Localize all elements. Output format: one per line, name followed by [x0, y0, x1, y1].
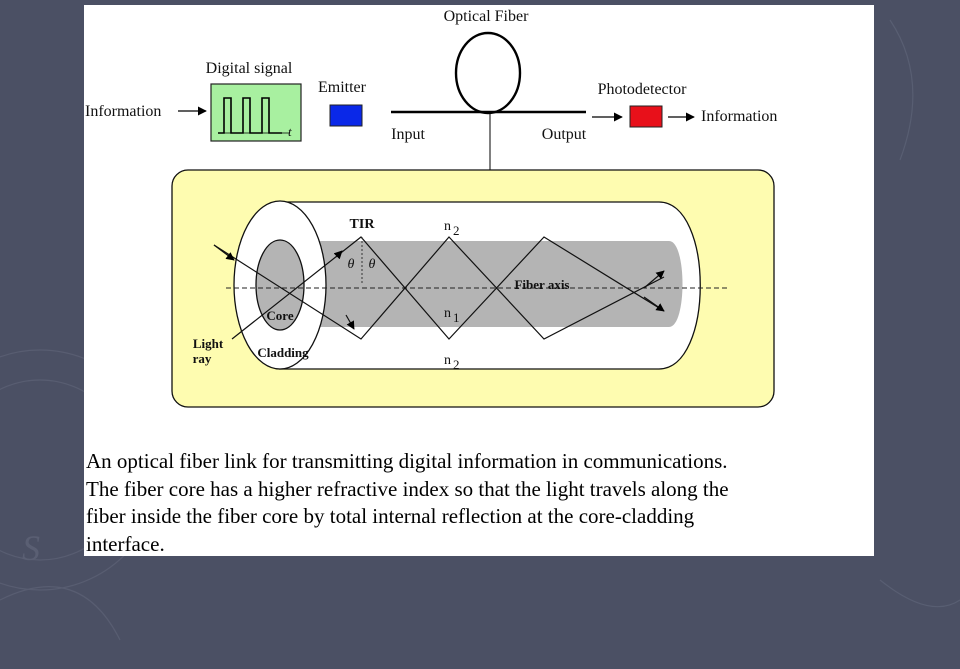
core-label: Core [266, 308, 293, 323]
fiber-axis-label: Fiber axis [514, 277, 569, 292]
slide-panel: Optical Fiber Information Digital signal… [84, 5, 874, 556]
photodetector-box [629, 105, 663, 128]
pulse-train [218, 97, 282, 134]
digital-signal-box [210, 83, 302, 142]
light-ray-path-2 [231, 236, 665, 340]
output-label: Output [542, 126, 587, 143]
cladding-label: Cladding [257, 345, 309, 360]
light-ray-arrow-1 [643, 270, 665, 289]
tir-label: TIR [350, 217, 376, 232]
time-label: t [288, 124, 292, 139]
information-out-label: Information [701, 108, 777, 125]
light-ray-path-1 [213, 236, 665, 340]
core-end-face [255, 239, 305, 331]
light-ray-label-line2: ray [193, 351, 212, 366]
svg-text:S: S [22, 528, 40, 568]
theta-left-label: θ [348, 257, 355, 272]
optical-fiber-title: Optical Fiber [444, 8, 530, 25]
reflect-arrow [345, 314, 355, 330]
photodetector-label: Photodetector [598, 81, 688, 98]
incident-arrow-2 [333, 250, 343, 260]
theta-right-label: θ [369, 257, 376, 272]
light-ray-label-line1: Light [193, 336, 224, 351]
emitter-label: Emitter [318, 79, 367, 96]
core-cylinder [281, 241, 683, 327]
optical-fiber-diagram: Optical Fiber Information Digital signal… [85, 8, 777, 408]
emitter-box [329, 104, 363, 127]
light-ray-arrow-2 [643, 296, 665, 312]
input-label: Input [391, 126, 425, 143]
figure-caption: An optical fiber link for transmitting d… [86, 449, 729, 556]
digital-signal-label: Digital signal [206, 60, 293, 77]
fiber-loop [454, 31, 522, 115]
incident-arrow-1 [213, 244, 235, 261]
information-in-label: Information [85, 103, 161, 120]
